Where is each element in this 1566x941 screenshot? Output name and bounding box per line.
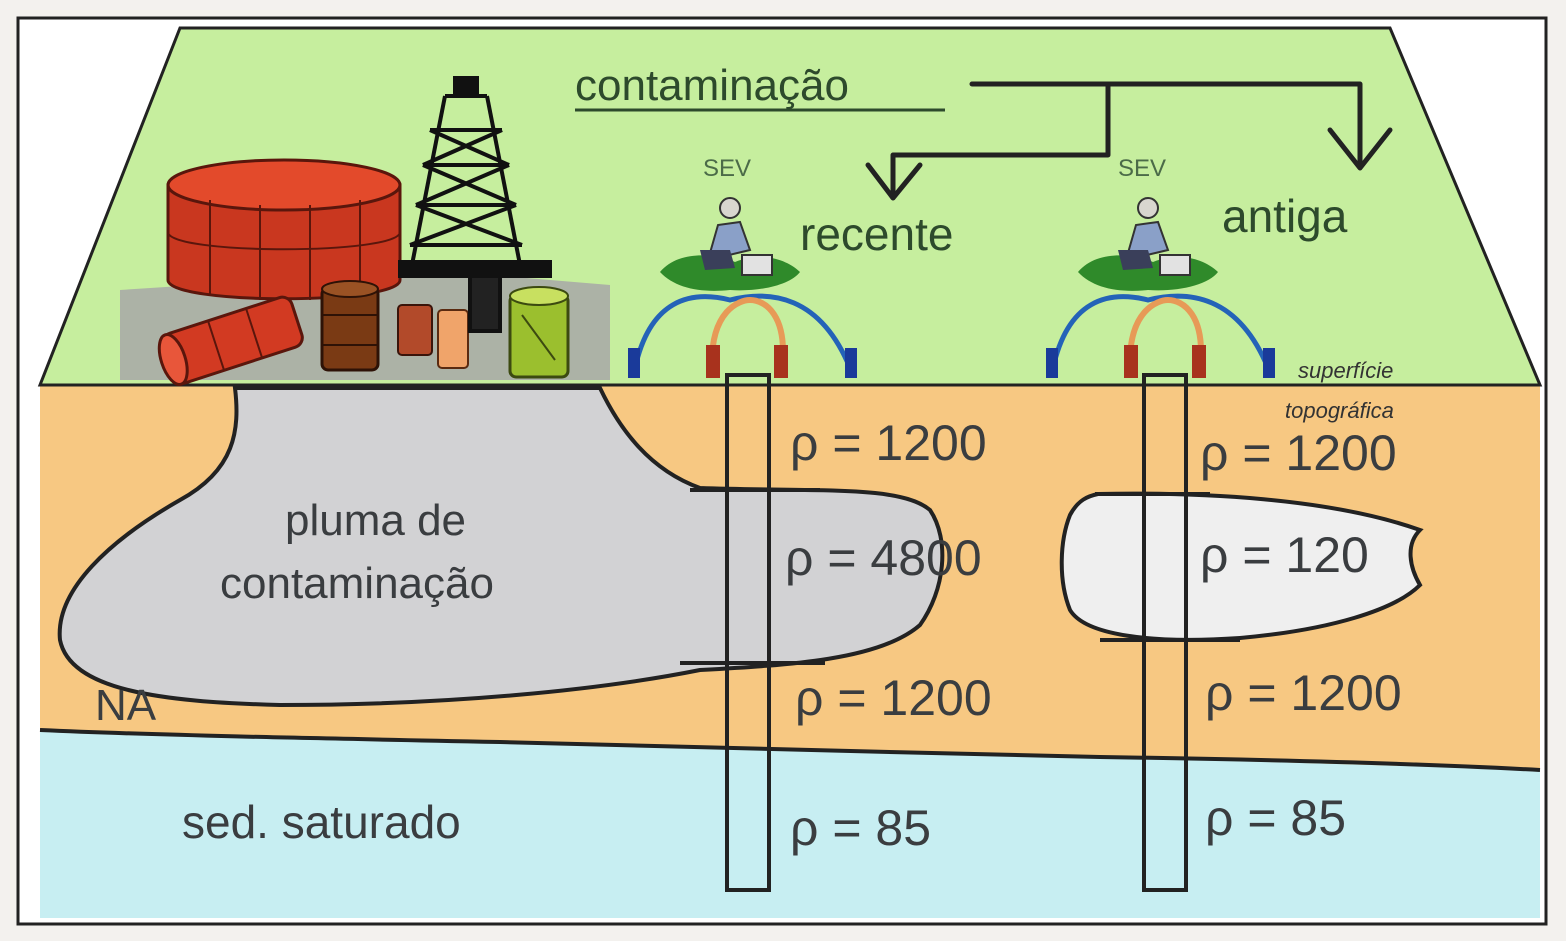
sev-instrument xyxy=(1159,254,1191,276)
label-recente: recente xyxy=(800,208,953,260)
sev-label-old: SEV xyxy=(1118,155,1166,182)
electrode-b-old xyxy=(1263,348,1275,378)
rho-recent-4: ρ = 85 xyxy=(790,800,931,856)
saturated-sediment-label: sed. saturado xyxy=(182,796,461,848)
sev-set-recent xyxy=(628,197,857,378)
cable-outer-recent xyxy=(632,293,853,369)
arrow-head-old xyxy=(1327,127,1393,171)
layer-ticks xyxy=(680,488,1240,665)
electrode-n-old xyxy=(1192,345,1206,378)
rho-recent-1: ρ = 1200 xyxy=(790,415,987,471)
electrode-m-old xyxy=(1124,345,1138,378)
water-table-line xyxy=(39,728,1541,772)
branch-arrows xyxy=(865,81,1393,201)
borehole-old xyxy=(1142,373,1188,892)
label-antiga: antiga xyxy=(1222,190,1348,242)
rho-old-4: ρ = 85 xyxy=(1205,790,1346,846)
electrode-b-recent xyxy=(845,348,857,378)
operator-icon xyxy=(700,197,752,270)
brown-barrel-icon xyxy=(320,280,380,372)
sev-label-recent: SEV xyxy=(703,155,751,182)
arrow-main-line xyxy=(969,81,1363,168)
water-table-label: NA xyxy=(95,681,157,730)
oil-derrick-icon xyxy=(398,76,552,333)
rho-old-2: ρ = 120 xyxy=(1200,527,1369,583)
small-cans-icon xyxy=(397,304,469,369)
cable-inner-recent xyxy=(708,296,786,369)
old-plume xyxy=(1059,491,1424,642)
title-contaminacao: contaminação xyxy=(575,61,849,110)
arrow-branch-line xyxy=(890,81,1111,198)
rho-old-1: ρ = 1200 xyxy=(1200,425,1397,481)
oil-installation xyxy=(120,76,610,386)
electrode-a-old xyxy=(1046,348,1058,378)
green-barrel-icon xyxy=(508,286,570,379)
sev-instrument xyxy=(741,254,773,276)
rho-recent-3: ρ = 1200 xyxy=(795,670,992,726)
cable-inner-old xyxy=(1126,296,1204,369)
borehole-recent xyxy=(725,373,771,892)
plume-label-line-1: pluma de xyxy=(285,496,466,545)
electrode-a-recent xyxy=(628,348,640,378)
surface-label-1: superfície xyxy=(1298,358,1393,383)
electrode-m-recent xyxy=(706,345,720,378)
contamination-plume xyxy=(57,386,945,708)
surface-label-2: topográfica xyxy=(1285,398,1394,423)
arrow-head-recent xyxy=(865,162,923,201)
storage-tank-icon xyxy=(166,158,402,301)
electrode-n-recent xyxy=(774,345,788,378)
sev-set-old xyxy=(1046,197,1275,378)
rho-old-3: ρ = 1200 xyxy=(1205,665,1402,721)
operator-icon xyxy=(1118,197,1170,270)
plume-label-line-2: contaminação xyxy=(220,559,494,608)
fallen-barrel-icon xyxy=(157,295,304,386)
cable-outer-old xyxy=(1050,293,1271,369)
rho-recent-2: ρ = 4800 xyxy=(785,530,982,586)
